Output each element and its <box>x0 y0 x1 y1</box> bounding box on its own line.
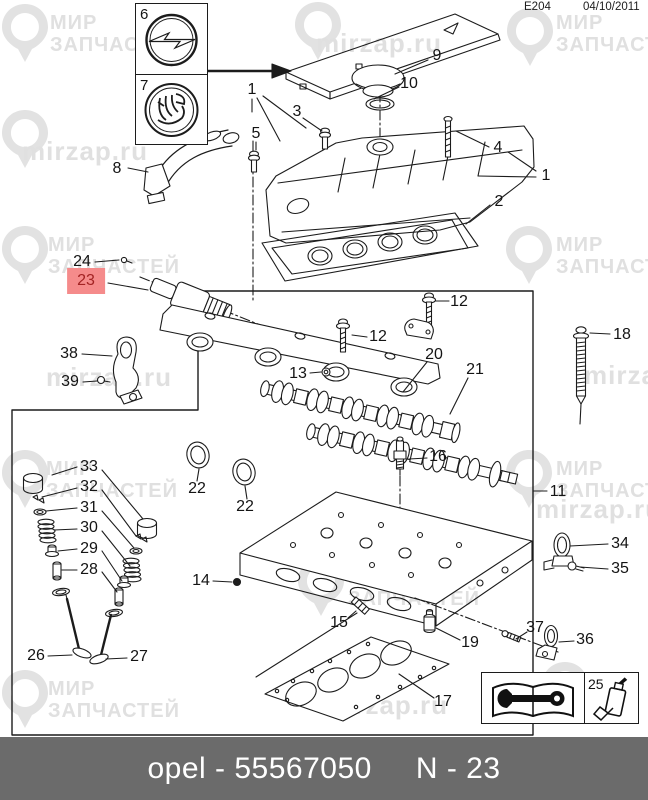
watermark-site-text: mirzap.ru <box>584 360 648 390</box>
lift-bracket-36-drawing <box>414 597 559 661</box>
watermark-pin-icon <box>0 224 50 291</box>
sealant-bottle-icon <box>592 677 628 721</box>
leader-lines <box>41 59 611 699</box>
footer-page-ref: N - 23 <box>415 751 501 785</box>
part-callout-10[interactable]: 10 <box>400 75 418 92</box>
emblem-cell-opel[interactable]: 6 <box>136 4 207 74</box>
valve-cover-drawing <box>247 115 535 301</box>
part-callout-28[interactable]: 28 <box>80 561 98 578</box>
part-callout-21[interactable]: 21 <box>466 361 484 378</box>
part-callout-35[interactable]: 35 <box>611 560 629 577</box>
breather-hose-drawing <box>143 129 240 205</box>
part-callout-38[interactable]: 38 <box>60 345 78 362</box>
small-parts-drawing <box>232 577 436 678</box>
part-callout-6[interactable]: 6 <box>140 6 149 23</box>
part-callout-24[interactable]: 24 <box>73 253 91 270</box>
cover-gasket-drawing <box>261 212 479 282</box>
part-callout-1-b[interactable]: 1 <box>541 167 551 184</box>
lift-bracket-38-drawing <box>96 336 143 405</box>
part-callout-22-b[interactable]: 22 <box>236 498 254 515</box>
drawing-code: E204 <box>524 1 551 13</box>
part-callout-26[interactable]: 26 <box>27 647 45 664</box>
watermark-pin-icon <box>505 6 555 73</box>
footer-bar: opel - 55567050 N - 23 <box>0 737 648 800</box>
part-callout-34[interactable]: 34 <box>611 535 629 552</box>
part-callout-33[interactable]: 33 <box>80 458 98 475</box>
part-callout-9[interactable]: 9 <box>432 47 442 64</box>
legend-box: 25 <box>481 672 639 724</box>
part-callout-12[interactable]: 12 <box>450 293 468 310</box>
part-callout-2[interactable]: 2 <box>494 193 504 210</box>
footer-part-number: opel - 55567050 <box>147 751 372 785</box>
watermark-pin-icon <box>0 668 50 735</box>
lift-bracket-34-drawing <box>543 532 585 572</box>
part-callout-17[interactable]: 17 <box>434 693 452 710</box>
book-wrench-icon <box>492 682 574 718</box>
watermark-site-text: mirzap.ru <box>536 494 648 524</box>
head-gasket-drawing <box>264 636 450 722</box>
part-callout-8[interactable]: 8 <box>112 160 122 177</box>
part-callout-12-b[interactable]: 12 <box>369 328 387 345</box>
cam-carrier-drawing <box>159 292 441 397</box>
watermark-site-text: mirzap.ru <box>316 28 443 58</box>
watermark-site-text: mirzap.ru <box>46 362 173 392</box>
part-callout-20[interactable]: 20 <box>425 346 443 363</box>
valve-train-drawing <box>22 472 158 665</box>
part-callout-11[interactable]: 11 <box>549 483 567 500</box>
watermark-pin-icon <box>504 448 554 515</box>
part-callout-23[interactable]: 23 <box>67 268 105 294</box>
part-callout-32[interactable]: 32 <box>80 478 98 495</box>
part-callout-18[interactable]: 18 <box>613 326 631 343</box>
opel-logo-icon <box>145 13 198 67</box>
part-callout-4[interactable]: 4 <box>493 139 503 156</box>
part-callout-30[interactable]: 30 <box>80 519 98 536</box>
part-callout-36[interactable]: 36 <box>576 631 594 648</box>
watermark-pin-icon <box>0 108 50 175</box>
part-callout-39[interactable]: 39 <box>61 373 79 390</box>
part-callout-13[interactable]: 13 <box>289 365 307 382</box>
cam-seals-drawing <box>186 441 256 486</box>
watermark-pin-icon <box>0 2 50 69</box>
cylinder-head-drawing <box>239 491 533 627</box>
drawing-date: 04/10/2011 <box>583 1 640 13</box>
watermark-pin-icon <box>293 0 343 67</box>
part-callout-14[interactable]: 14 <box>192 572 210 589</box>
part-callout-37[interactable]: 37 <box>526 619 544 636</box>
part-callout-22[interactable]: 22 <box>188 480 206 497</box>
camshafts-drawing <box>260 380 519 488</box>
part-callout-29[interactable]: 29 <box>80 540 98 557</box>
watermark-pin-icon <box>504 224 554 291</box>
watermark-site-text: mirzap.ru <box>22 136 149 166</box>
assembly-boundary <box>11 290 548 736</box>
exploded-diagram <box>11 13 611 736</box>
part-callout-31[interactable]: 31 <box>80 499 98 516</box>
part-callout-15[interactable]: 15 <box>330 614 348 631</box>
legend-divider <box>584 673 585 723</box>
part-callout-19[interactable]: 19 <box>461 634 479 651</box>
emblem-panel: 6 7 <box>135 3 208 145</box>
watermark-pin-icon <box>0 448 50 515</box>
arrow-to-plate <box>206 63 292 79</box>
emblem-cell-vauxhall[interactable]: 7 <box>136 74 207 144</box>
head-bolt-18-drawing <box>572 326 590 425</box>
part-callout-3[interactable]: 3 <box>292 103 302 120</box>
part-callout-1[interactable]: 1 <box>247 81 257 98</box>
part-callout-7[interactable]: 7 <box>140 77 149 94</box>
trim-plate-drawing <box>285 13 501 100</box>
part-callout-27[interactable]: 27 <box>130 648 148 665</box>
part-callout-16[interactable]: 16 <box>429 448 447 465</box>
vauxhall-logo-icon <box>144 83 199 137</box>
part-callout-5[interactable]: 5 <box>251 125 261 142</box>
part-callout-25[interactable]: 25 <box>588 676 604 692</box>
